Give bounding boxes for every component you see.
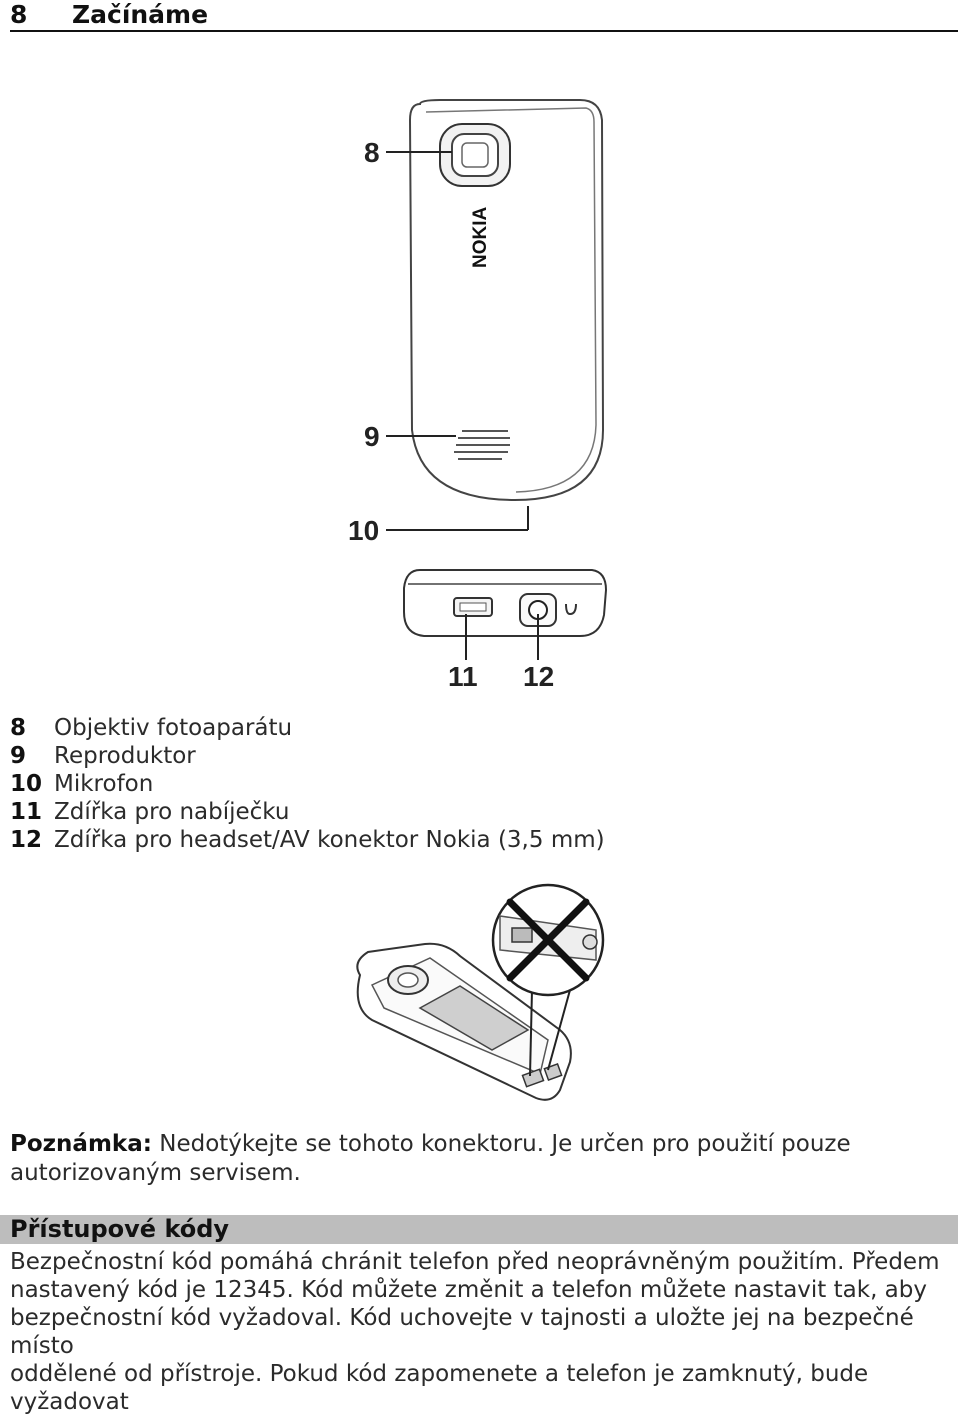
phone-connector-warning-figure bbox=[356, 883, 605, 1101]
section-title: Přístupové kódy bbox=[10, 1215, 230, 1243]
note-paragraph: Poznámka: Nedotýkejte se tohoto konektor… bbox=[10, 1130, 950, 1188]
callout-8: 8 bbox=[364, 137, 380, 168]
callout-12: 12 bbox=[523, 661, 554, 692]
section-heading-bar: Přístupové kódy bbox=[0, 1215, 958, 1244]
callout-10: 10 bbox=[348, 515, 379, 546]
prohibited-cross-icon bbox=[506, 898, 590, 982]
note-label: Poznámka: bbox=[10, 1131, 152, 1157]
body-paragraph: Bezpečnostní kód pomáhá chránit telefon … bbox=[10, 1249, 940, 1415]
chapter-title: Začínáme bbox=[72, 0, 209, 29]
phone-back-body bbox=[408, 99, 605, 502]
callout-9: 9 bbox=[364, 421, 380, 452]
phone-bottom-edge bbox=[403, 569, 608, 637]
brand-logo: NOKIA bbox=[470, 207, 491, 269]
note-text: Nedotýkejte se tohoto konektoru. Je urče… bbox=[10, 1131, 851, 1186]
phone-back-figure: NOKIA 8 9 10 11 12 bbox=[348, 99, 608, 692]
page-number: 8 bbox=[10, 0, 28, 29]
speaker-grille-icon bbox=[454, 430, 510, 460]
page-header: 8 Začínáme bbox=[10, 0, 958, 32]
callout-11: 11 bbox=[448, 661, 478, 692]
